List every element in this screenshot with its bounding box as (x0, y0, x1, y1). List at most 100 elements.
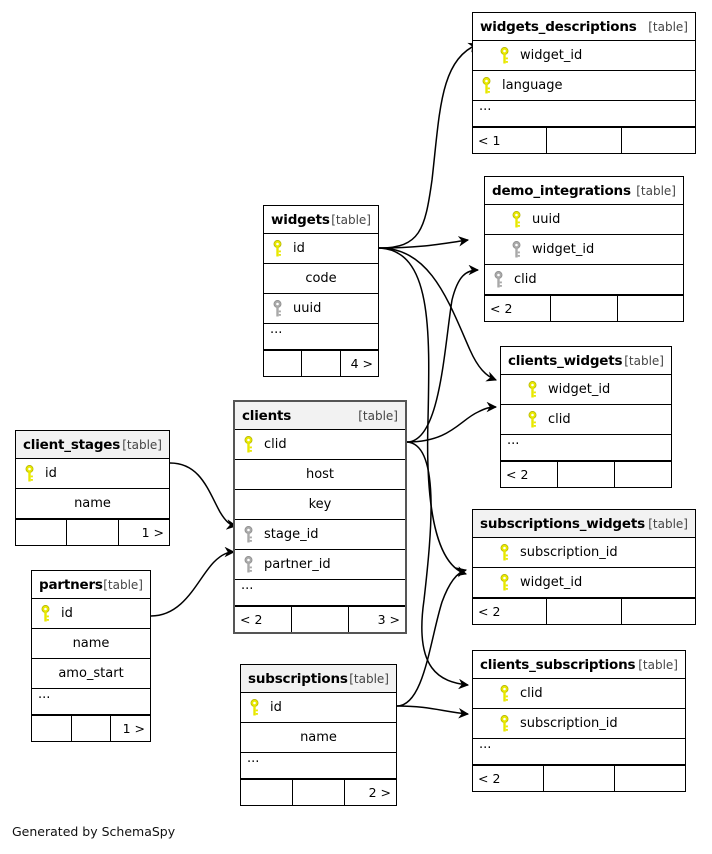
column-row-widget_id[interactable]: widget_id (501, 375, 671, 405)
footer-cell-1[interactable] (547, 599, 622, 624)
footer-cell-1[interactable] (67, 520, 119, 545)
footer-cell-1[interactable] (551, 296, 618, 321)
column-row-amo_start[interactable]: amo_start (32, 659, 150, 689)
table-title: clients_widgets (508, 352, 623, 369)
footer-cell-1[interactable] (547, 128, 622, 153)
column-row-clid[interactable]: clid (501, 405, 671, 435)
footer-cell-1[interactable] (292, 607, 349, 632)
column-name: clid (520, 686, 543, 701)
footer-cell-1[interactable] (302, 351, 341, 376)
column-name: widget_id (520, 48, 583, 63)
column-row-subscription_id[interactable]: subscription_id (473, 709, 685, 739)
footer-cell-0[interactable]: < 2 (473, 599, 548, 624)
table-type-tag: [table] (122, 437, 162, 452)
footer-cell-0[interactable]: < 2 (235, 607, 292, 632)
footer-cell-2[interactable]: 1 > (141, 525, 164, 540)
footer-cell-2[interactable]: 1 > (122, 721, 146, 736)
column-name: uuid (532, 212, 561, 227)
column-name: id (45, 466, 57, 481)
table-header-partners: partners[table] (32, 571, 150, 599)
column-name: subscription_id (520, 545, 618, 560)
footer-cell-0[interactable] (32, 716, 72, 741)
table-title: widgets_descriptions (480, 18, 637, 35)
column-row-language[interactable]: language (473, 71, 695, 101)
table-subscriptions_widgets[interactable]: subscriptions_widgets[table] subscription… (472, 509, 696, 625)
table-header-clients: clients[table] (235, 402, 405, 430)
footer-cell-2[interactable] (622, 599, 695, 624)
column-name: amo_start (58, 666, 124, 681)
footer-cell-2[interactable] (615, 766, 685, 791)
footer-cell-0[interactable]: < 1 (473, 128, 548, 153)
table-footer-widgets: 4 > (264, 350, 378, 376)
column-row-widget_id[interactable]: widget_id (473, 41, 695, 71)
more-columns-row: ... (241, 752, 396, 779)
column-row-name[interactable]: name (16, 489, 169, 519)
table-title: partners (39, 576, 103, 593)
column-row-stage_id[interactable]: stage_id (235, 520, 405, 550)
footer-cell-2[interactable] (618, 296, 683, 321)
table-type-tag: [table] (358, 408, 398, 423)
column-name: key (308, 497, 332, 512)
table-header-clients_widgets: clients_widgets[table] (501, 347, 671, 375)
footer-cell-1[interactable] (72, 716, 112, 741)
column-row-uuid[interactable]: uuid (485, 205, 683, 235)
ellipsis-label: ... (38, 687, 51, 702)
column-name: id (61, 606, 73, 621)
foreign-key-icon (512, 240, 521, 257)
table-footer-clients: < 2 3 > (235, 606, 405, 632)
footer-cell-0[interactable]: < 2 (485, 296, 552, 321)
column-row-id[interactable]: id (264, 234, 378, 264)
footer-cell-1[interactable] (558, 462, 615, 487)
footer-cell-0[interactable]: < 2 (473, 766, 544, 791)
footer-cell-2[interactable]: 3 > (377, 612, 400, 627)
foreign-key-icon (273, 299, 282, 316)
column-row-widget_id[interactable]: widget_id (485, 235, 683, 265)
column-row-name[interactable]: name (241, 723, 396, 753)
column-row-clid[interactable]: clid (473, 679, 685, 709)
primary-key-icon (512, 210, 521, 227)
column-row-id[interactable]: id (241, 693, 396, 723)
footer-cell-1[interactable] (293, 780, 345, 805)
column-row-subscription_id[interactable]: subscription_id (473, 538, 695, 568)
table-header-widgets: widgets[table] (264, 206, 378, 234)
column-row-host[interactable]: host (235, 460, 405, 490)
column-row-id[interactable]: id (16, 459, 169, 489)
ellipsis-label: ... (507, 433, 520, 448)
footer-cell-2[interactable] (622, 128, 695, 153)
more-columns-row: ... (473, 100, 695, 127)
column-name: widget_id (520, 575, 583, 590)
footer-cell-1[interactable] (544, 766, 615, 791)
footer-cell-0[interactable] (16, 520, 68, 545)
table-type-tag: [table] (331, 212, 371, 227)
column-row-key[interactable]: key (235, 490, 405, 520)
footer-cell-0[interactable] (264, 351, 303, 376)
column-row-widget_id[interactable]: widget_id (473, 568, 695, 598)
column-name: widget_id (548, 382, 611, 397)
footer-cell-2[interactable]: 4 > (350, 356, 373, 371)
footer-cell-2[interactable]: 2 > (368, 785, 391, 800)
footer-cell-0[interactable]: < 2 (501, 462, 558, 487)
footer-cell-0[interactable] (241, 780, 293, 805)
column-row-partner_id[interactable]: partner_id (235, 550, 405, 580)
table-header-subscriptions_widgets: subscriptions_widgets[table] (473, 510, 695, 538)
column-row-clid[interactable]: clid (235, 430, 405, 460)
column-row-name[interactable]: name (32, 629, 150, 659)
column-row-clid[interactable]: clid (485, 265, 683, 295)
footer-cell-2[interactable] (615, 462, 671, 487)
table-partners[interactable]: partners[table] id name amo_start... 1 > (31, 570, 151, 742)
column-row-uuid[interactable]: uuid (264, 294, 378, 324)
ellipsis-label: ... (479, 737, 492, 752)
edge-widgets-demo_integrations (378, 236, 470, 249)
column-row-id[interactable]: id (32, 599, 150, 629)
column-name: id (270, 700, 282, 715)
primary-key-icon (41, 604, 50, 621)
column-row-code[interactable]: code (264, 264, 378, 294)
